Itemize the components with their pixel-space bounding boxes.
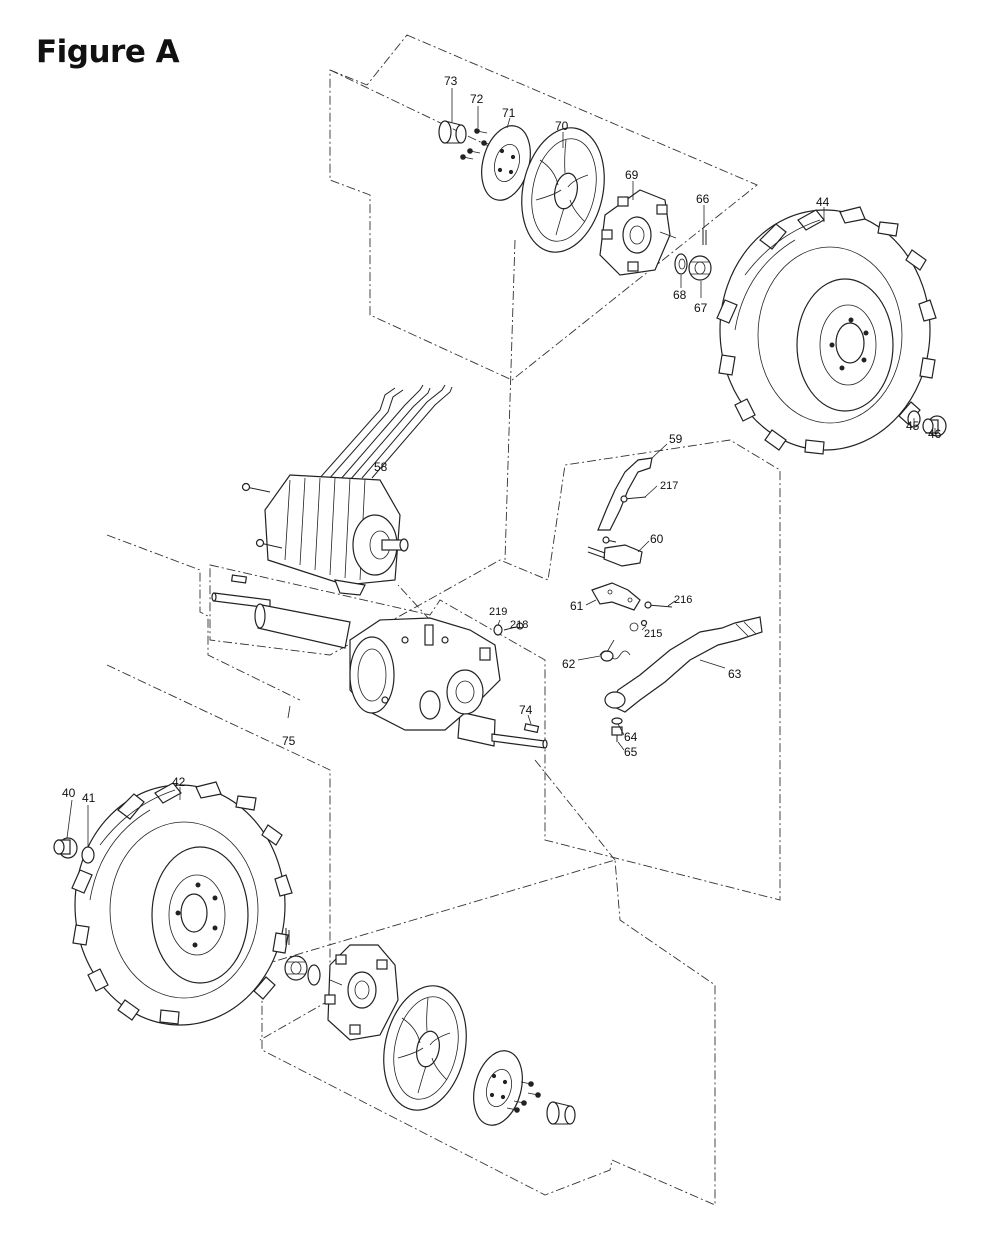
outline-right-hub-group (329, 34, 758, 381)
callout-66: 66 (696, 192, 710, 206)
callout-216: 216 (674, 594, 692, 606)
part-66-cotter-pin (702, 228, 707, 245)
right-hub-group (438, 120, 712, 281)
callout-labels: 73 72 71 70 69 66 68 67 44 45 46 58 59 2… (62, 74, 942, 805)
part-59-brake-lever (597, 457, 653, 531)
callout-74: 74 (519, 703, 533, 717)
callout-46: 46 (928, 427, 942, 441)
part-44-right-wheel (716, 206, 937, 455)
callout-61: 61 (570, 599, 584, 613)
part-71-flange-plate (481, 125, 531, 201)
callout-63: 63 (728, 667, 742, 681)
left-hub-group (284, 928, 576, 1126)
outline-lower-connect (106, 664, 331, 1041)
part-64-washer (611, 717, 623, 725)
callout-215: 215 (644, 628, 662, 640)
left-flange-plate (473, 1050, 523, 1126)
leader-lines (66, 88, 936, 847)
part-215-clip (629, 619, 648, 632)
callout-65: 65 (624, 745, 638, 759)
callout-60: 60 (650, 532, 664, 546)
callout-68: 68 (673, 288, 687, 302)
part-73-bushing (438, 120, 467, 144)
callout-67: 67 (694, 301, 708, 315)
part-63-pedal (604, 616, 763, 713)
part-58-motor (264, 384, 453, 596)
part-61-linkage-plate (591, 582, 641, 611)
left-hub (324, 944, 399, 1041)
outline-axle-to-hub (534, 759, 616, 861)
part-74-key (523, 723, 540, 734)
axle-key-left (230, 574, 248, 584)
callout-41: 41 (82, 791, 96, 805)
part-69-hub (599, 189, 677, 276)
figure-title: Figure A (36, 34, 180, 70)
outline-motor-connector (504, 239, 516, 561)
left-cotter-pin (285, 928, 290, 945)
callout-218: 218 (510, 619, 528, 631)
outline-motor-group (106, 534, 301, 701)
outline-left-hub-group (261, 859, 716, 1206)
callout-44: 44 (816, 195, 830, 209)
callout-59: 59 (669, 432, 683, 446)
left-brake-disc (383, 985, 467, 1111)
callout-69: 69 (625, 168, 639, 182)
left-castle-nut (284, 955, 308, 981)
part-40-nut (53, 837, 78, 859)
left-bushing (546, 1101, 576, 1125)
part-60-bracket (587, 544, 643, 567)
axle-shaft (211, 592, 548, 749)
transaxle-housing (349, 617, 501, 731)
part-42-left-wheel (71, 781, 293, 1026)
left-bolts (506, 1081, 541, 1113)
callout-217: 217 (660, 480, 678, 492)
part-219-washer (493, 624, 503, 636)
part-68-washer (674, 253, 688, 275)
part-67-castle-nut (688, 255, 712, 281)
callout-70: 70 (555, 119, 569, 133)
callout-62: 62 (562, 657, 576, 671)
callout-219: 219 (489, 606, 507, 618)
part-217-bolt (602, 495, 647, 544)
left-washer (307, 964, 321, 986)
callout-72: 72 (470, 92, 484, 106)
callout-73: 73 (444, 74, 458, 88)
callout-71: 71 (502, 106, 516, 120)
motor-bolts (241, 482, 283, 549)
callout-40: 40 (62, 786, 76, 800)
part-70-brake-disc (521, 127, 605, 253)
callout-42: 42 (172, 775, 186, 789)
callout-45: 45 (906, 419, 920, 433)
outline-motor-foot (397, 584, 431, 621)
callout-58: 58 (374, 460, 388, 474)
part-216-bolt (644, 601, 673, 609)
part-62-spring (599, 639, 631, 662)
callout-64: 64 (624, 730, 638, 744)
part-41-washer (81, 846, 95, 864)
callout-75: 75 (282, 734, 296, 748)
